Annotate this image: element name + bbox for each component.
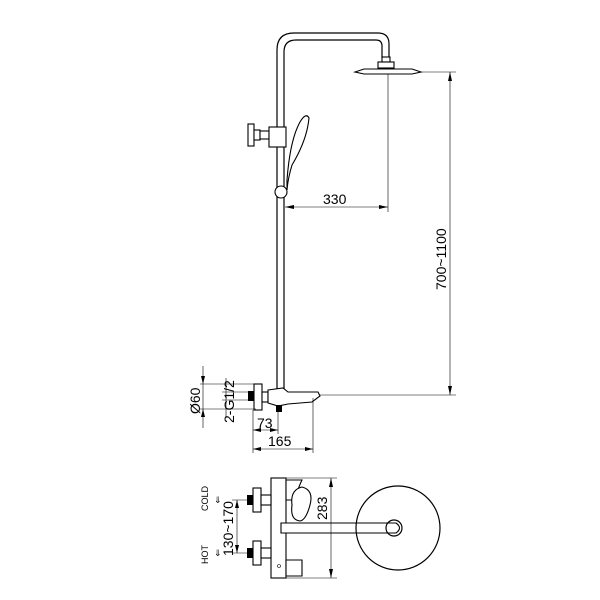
riser-pipe [276, 32, 390, 395]
cold-arrow-icon: ⇓ [214, 495, 222, 505]
overhead-shower-head [352, 56, 424, 75]
dimension-label: 165 [268, 433, 292, 449]
dimension-arm-reach: 330 [285, 74, 389, 212]
dimension-label: Ø60 [187, 387, 203, 414]
hot-label: HOT [200, 545, 210, 565]
dimension-thread: 2-G1/2 [221, 378, 248, 423]
dimension-valve-depth: 73 [252, 410, 279, 453]
dimension-label: 700~1100 [433, 228, 449, 290]
dimension-label: 330 [323, 191, 347, 207]
top-view-arm-and-head [280, 485, 441, 571]
cold-label: COLD [200, 485, 210, 511]
hot-arrow-icon: ⇓ [214, 548, 222, 558]
dimension-label: 130~170 [220, 501, 236, 556]
hand-shower [274, 115, 310, 199]
dimension-diameter: Ø60 [187, 366, 256, 428]
dimension-height-range: 700~1100 [320, 71, 456, 396]
diverter-handle [247, 123, 287, 148]
dimension-inlet-spacing: 130~170 [220, 499, 250, 556]
dimension-mixer-height: 283 [286, 477, 337, 579]
dimension-spout-projection: 165 [253, 398, 314, 453]
inlet-labels: COLD ⇓ HOT ⇓ [200, 485, 222, 564]
dimension-label: 2-G1/2 [221, 380, 237, 423]
dimension-label: 73 [257, 415, 273, 431]
top-view-mixer [247, 477, 312, 579]
dimension-label: 283 [314, 496, 330, 520]
mixer-valve [248, 383, 321, 412]
